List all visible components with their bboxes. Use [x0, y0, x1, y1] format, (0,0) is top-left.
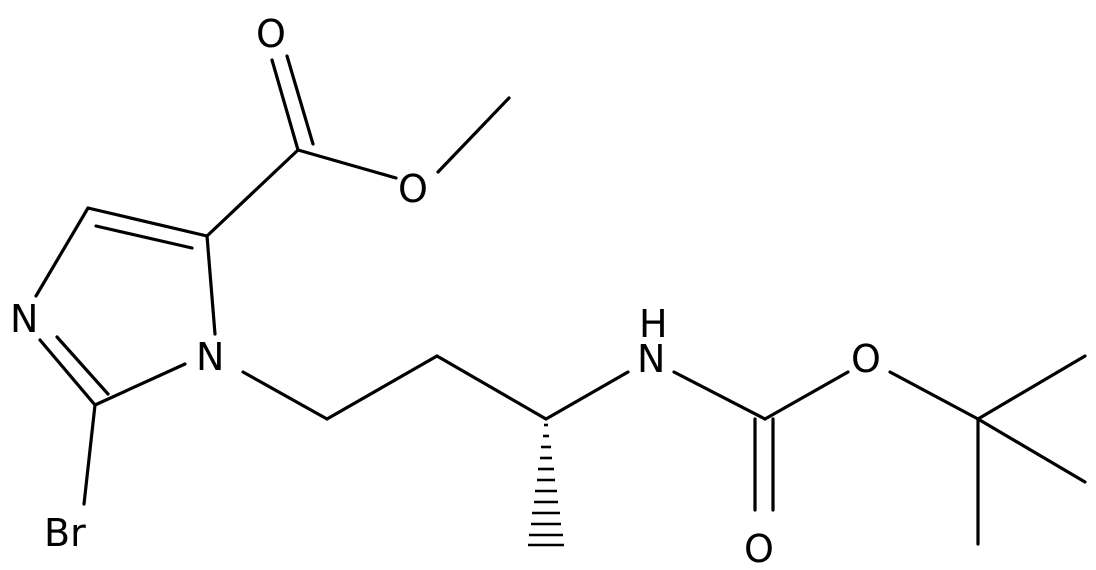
bond-n3-c2-inner: [55, 335, 110, 396]
bond-n3-c2: [38, 338, 97, 407]
atom-label-ester-oxygen: O: [398, 167, 428, 211]
bond-carbonyl-o-double-a: [270, 58, 300, 152]
bond-c2-n1: [93, 362, 187, 407]
bond-carbonyl-o-double-b: [285, 54, 315, 146]
bond-c2-br: [82, 403, 97, 506]
bond-nh-carbamate-c: [672, 370, 767, 421]
bond-n1-c5: [205, 234, 217, 336]
bond-n1-ch2: [241, 370, 329, 421]
bond-ch2-ch: [435, 354, 548, 421]
atom-label-ring-nitrogen-3: N: [10, 297, 38, 341]
atom-label-amide-hydrogen: H: [639, 302, 668, 346]
hashed-wedge-methyl: [528, 423, 564, 547]
bond-carbamate-c-o: [763, 370, 850, 421]
atom-label-bromine: Br: [44, 511, 86, 555]
atom-label-amide-nitrogen: N: [637, 337, 665, 381]
atom-label-carbamate-oxygen: O: [851, 337, 881, 381]
bond-carbonyl-ester-o: [296, 148, 398, 180]
bond-tbu-me-2: [976, 417, 1087, 484]
bond-o-tbu: [888, 370, 980, 421]
bond-ch-nh: [544, 370, 630, 421]
bond-c4-n3: [34, 206, 90, 298]
bond-ester-o-methyl: [436, 96, 511, 174]
bond-ch2-ch2: [325, 354, 439, 421]
bond-c4-c5-inner: [94, 224, 194, 250]
atom-label-carbamate-carbonyl-oxygen: O: [744, 527, 774, 570]
atom-label-carbonyl-oxygen: O: [256, 12, 286, 56]
bond-tbu-me-1: [976, 354, 1087, 421]
bond-c4-c5: [86, 206, 209, 238]
atom-label-ring-nitrogen-1: N: [196, 335, 224, 379]
bond-c5-carbonyl: [205, 148, 300, 238]
